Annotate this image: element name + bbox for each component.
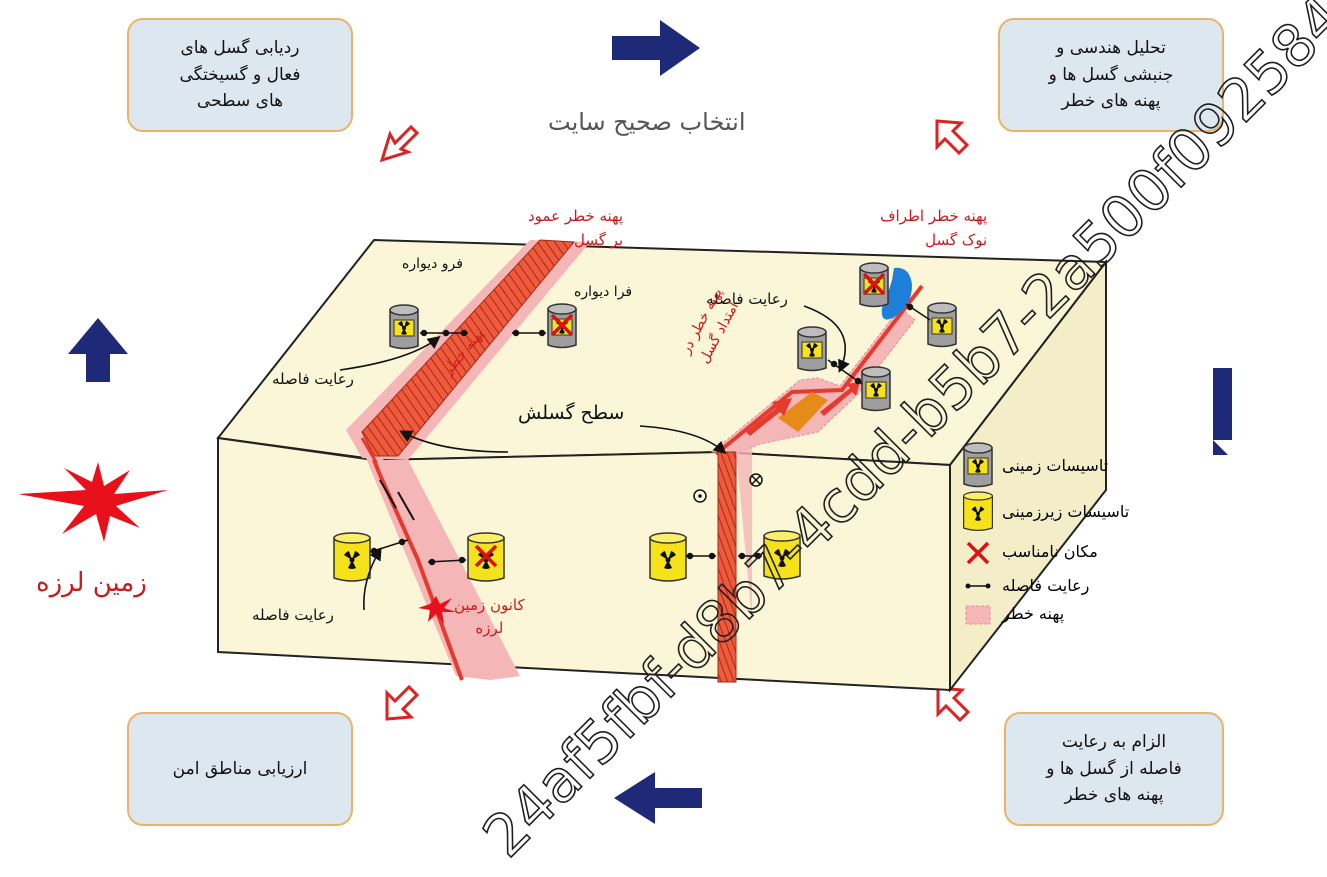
epicenter-burst-icon: [418, 596, 456, 624]
label-distance-bottom-left: رعایت فاصله: [252, 606, 334, 624]
box-detect-faults: ردیابی گسل های فعال و گسیختگی های سطحی: [127, 18, 353, 132]
small-arrow-top-right-icon: [935, 119, 970, 156]
legend-item-distance: رعایت فاصله: [1002, 576, 1089, 595]
label-epicenter: کانون زمین لرزه: [454, 594, 525, 639]
label-perpendicular-zone: پهنه خطر عمود بر گسل: [528, 204, 623, 252]
arrow-down-icon: [1213, 368, 1232, 455]
box-line: فاصله از گسل ها و: [1046, 758, 1182, 779]
out-of-page-symbol-icon: [693, 489, 707, 503]
slip-arrows-front-left: [379, 479, 415, 521]
legend-label: رعایت فاصله: [1002, 576, 1090, 595]
box-line: ردیابی گسل های: [180, 38, 300, 59]
into-page-symbol-icon: [749, 473, 763, 487]
fault-trace-left-front: [372, 459, 464, 681]
legend-item-hazard-zone: پهنه خطر: [1002, 604, 1064, 623]
label-tip-zone: پهنه خطر اطراف نوک گسل: [880, 204, 987, 252]
surface-facility-6: [861, 366, 891, 412]
label-footwall: فرو دیواره: [402, 256, 463, 272]
label-hangingwall: فرا دیواره: [574, 284, 633, 300]
label-distance-top-left: رعایت فاصله: [272, 370, 354, 388]
box-line: جنبشی گسل ها و: [1048, 64, 1174, 85]
small-arrow-bottom-right-icon: [936, 686, 971, 723]
pointer-lines: [339, 305, 850, 611]
label-fault-plane: سطح گسلش: [518, 402, 625, 424]
block-right-face: [949, 259, 1107, 693]
box-distance-requirement: الزام به رعایت فاصله از گسل ها و پهنه ها…: [1004, 712, 1224, 826]
legend-item-unsuitable: مکان نامناسب: [1002, 542, 1098, 561]
box-line: های سطحی: [196, 91, 284, 112]
box-line: الزام به رعایت: [1061, 732, 1167, 753]
legend-label: مکان نامناسب: [1002, 542, 1098, 561]
small-arrow-bottom-left-icon: [385, 684, 420, 721]
water-patch-icon: [881, 267, 912, 320]
fault-scarp-left: [361, 239, 576, 457]
legend-label: پهنه خطر: [1002, 604, 1065, 623]
box-line: پهنه های خطر: [1061, 91, 1161, 112]
label-line: کانون زمین: [454, 596, 525, 614]
arrow-left-icon: [614, 772, 702, 824]
slip-arrow-right-icon: [746, 398, 792, 436]
box-line: پهنه های خطر: [1064, 785, 1164, 806]
top-title: انتخاب صحیح سایت: [548, 108, 746, 136]
legend-label: تاسیسات زمینی: [1002, 456, 1109, 475]
legend-item-underground-facility: تاسیسات زیرزمینی: [1002, 502, 1129, 521]
arrow-right-icon: [612, 20, 700, 76]
legend-item-surface-facility: تاسیسات زمینی: [1002, 456, 1108, 475]
legend-icons: [962, 442, 994, 625]
fault-scarp-right: [717, 451, 737, 683]
underground-facility-1: [333, 532, 371, 582]
underground-facility-2: [467, 532, 505, 582]
box-safe-zone-assessment: ارزیابی مناطق امن: [127, 712, 353, 826]
extension-patch: [778, 392, 828, 432]
box-line: فعال و گسیختگی: [179, 64, 301, 85]
legend-label: تاسیسات زیرزمینی: [1002, 502, 1130, 521]
fault-trace-right-top: [714, 284, 924, 456]
surface-facility-1: [389, 304, 419, 350]
earthquake-label: زمین لرزه: [36, 568, 147, 598]
label-line: نوک گسل: [925, 231, 988, 249]
label-line: پهنه خطر اطراف: [880, 207, 988, 225]
small-arrow-top-left-icon: [379, 124, 420, 163]
surface-facility-2: [547, 303, 577, 349]
earthquake-burst-icon: [18, 462, 168, 542]
label-line: لرزه: [475, 618, 504, 637]
box-line: تحلیل هندسی و: [1056, 38, 1166, 59]
arrow-up-icon: [68, 318, 128, 382]
slip-arrow-left-icon: [820, 382, 860, 416]
underground-facility-3: [649, 532, 687, 582]
box-line: ارزیابی مناطق امن: [172, 758, 308, 779]
surface-facility-3: [859, 262, 889, 308]
label-distance-top-right: رعایت فاصله: [706, 290, 788, 308]
box-geometric-analysis: تحلیل هندسی و جنبشی گسل ها و پهنه های خط…: [998, 18, 1224, 132]
label-line: پهنه خطر عمود: [528, 207, 624, 225]
label-line: بر گسل: [574, 231, 624, 249]
surface-facility-5: [797, 326, 827, 372]
